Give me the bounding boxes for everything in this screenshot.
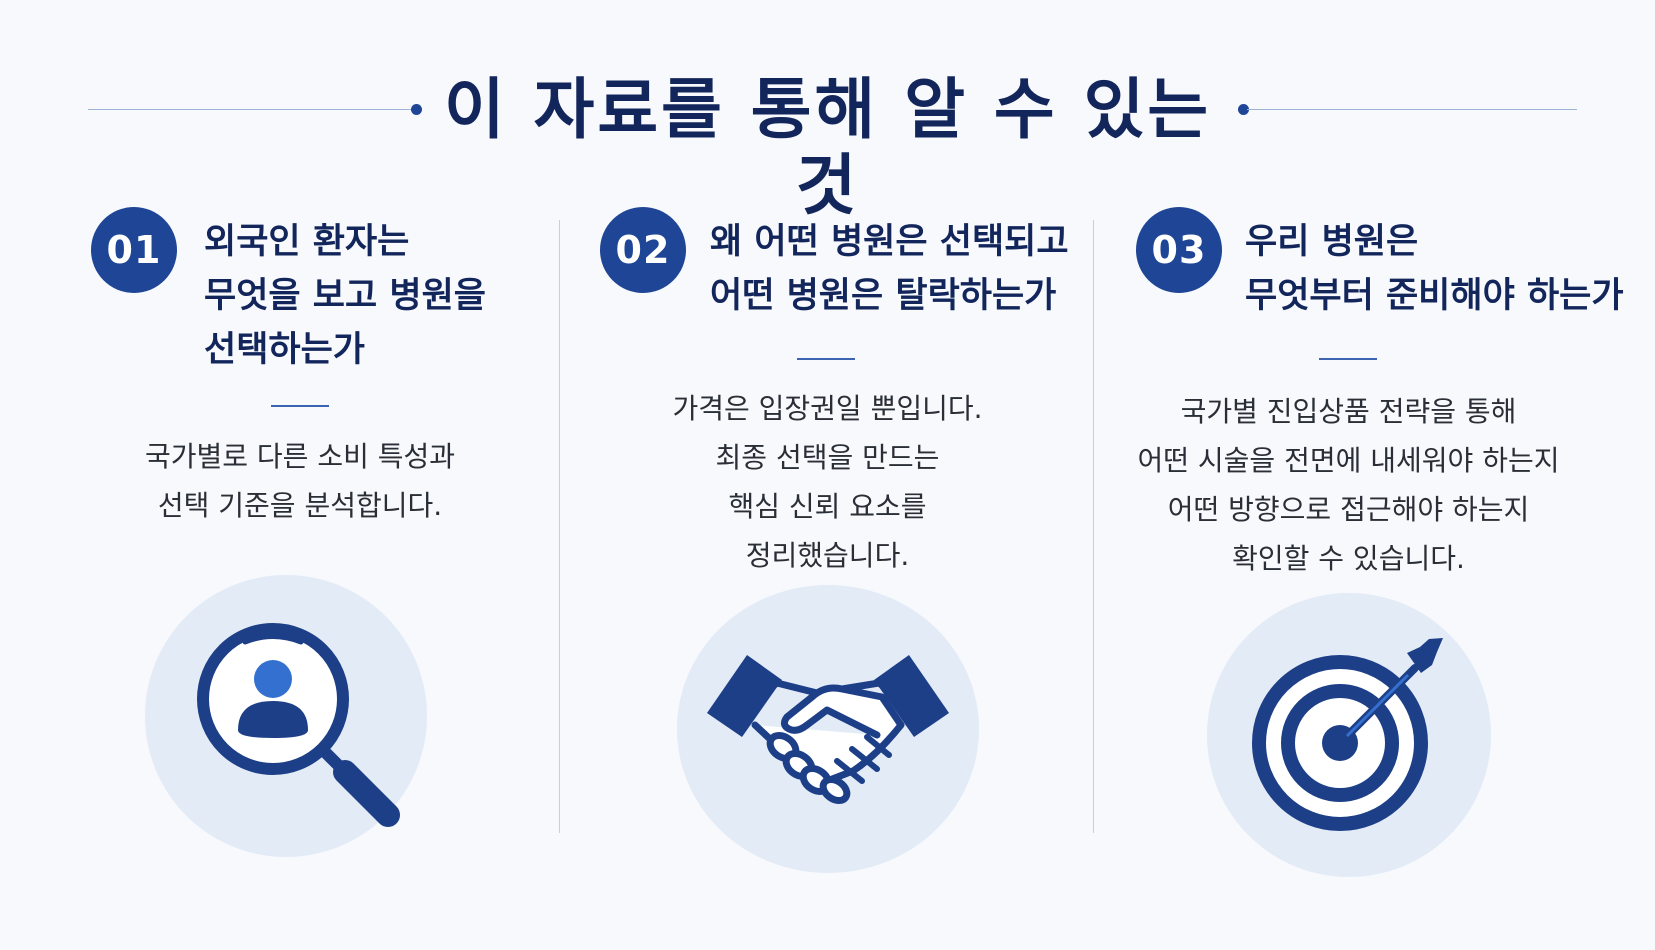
title-dot-right [1238, 104, 1249, 115]
card-heading: 외국인 환자는 무엇을 보고 병원을 선택하는가 [204, 215, 486, 377]
column-divider [559, 220, 560, 833]
number-badge: 01 [91, 207, 177, 293]
card-heading-line: 외국인 환자는 [204, 222, 410, 262]
card-heading: 우리 병원은 무엇부터 준비해야 하는가 [1245, 215, 1624, 323]
card-description-line: 국가별로 다른 소비 특성과 [144, 440, 456, 473]
short-rule [271, 405, 329, 407]
short-rule [1319, 358, 1377, 360]
icon-circle [145, 575, 427, 857]
card-heading-line: 왜 어떤 병원은 선택되고 [710, 222, 1069, 262]
number-badge: 02 [600, 207, 686, 293]
card-description-line: 확인할 수 있습니다. [1232, 542, 1465, 575]
short-rule [797, 358, 855, 360]
card-heading-line: 어떤 병원은 탈락하는가 [710, 276, 1057, 316]
title-divider-right [1247, 109, 1577, 110]
icon-circle [677, 585, 979, 873]
card-description-line: 선택 기준을 분석합니다. [157, 489, 443, 522]
card-description: 국가별 진입상품 전략을 통해 어떤 시술을 전면에 내세워야 하는지 어떤 방… [1106, 387, 1591, 583]
number-badge: 03 [1136, 207, 1222, 293]
column-divider [1093, 220, 1094, 833]
card-heading-line: 선택하는가 [204, 330, 366, 370]
card-heading-line: 무엇부터 준비해야 하는가 [1245, 276, 1624, 316]
magnifier-person-icon [197, 623, 400, 827]
card-heading-line: 우리 병원은 [1245, 222, 1419, 262]
card-description-line: 정리했습니다. [745, 539, 910, 572]
icon-circle [1207, 593, 1491, 877]
card-description: 국가별로 다른 소비 특성과 선택 기준을 분석합니다. [60, 432, 540, 530]
card-description-line: 최종 선택을 만드는 [715, 441, 940, 474]
card-description-line: 어떤 시술을 전면에 내세워야 하는지 [1137, 444, 1560, 477]
card-heading-line: 무엇을 보고 병원을 [204, 276, 486, 316]
title-row: 이 자료를 통해 알 수 있는 것 [0, 60, 1655, 224]
target-arrow-icon [1252, 638, 1443, 831]
card-description: 가격은 입장권일 뿐입니다. 최종 선택을 만드는 핵심 신뢰 요소를 정리했습… [580, 384, 1075, 580]
page-title: 이 자료를 통해 알 수 있는 것 [443, 71, 1212, 224]
card-description-line: 국가별 진입상품 전략을 통해 [1180, 395, 1517, 428]
card-description-line: 핵심 신뢰 요소를 [728, 490, 927, 523]
card-description-line: 어떤 방향으로 접근해야 하는지 [1167, 493, 1530, 526]
card-description-line: 가격은 입장권일 뿐입니다. [672, 392, 983, 425]
handshake-icon [707, 655, 949, 804]
card-heading: 왜 어떤 병원은 선택되고 어떤 병원은 탈락하는가 [710, 215, 1069, 323]
title-divider-left [88, 109, 413, 110]
title-dot-left [411, 104, 422, 115]
